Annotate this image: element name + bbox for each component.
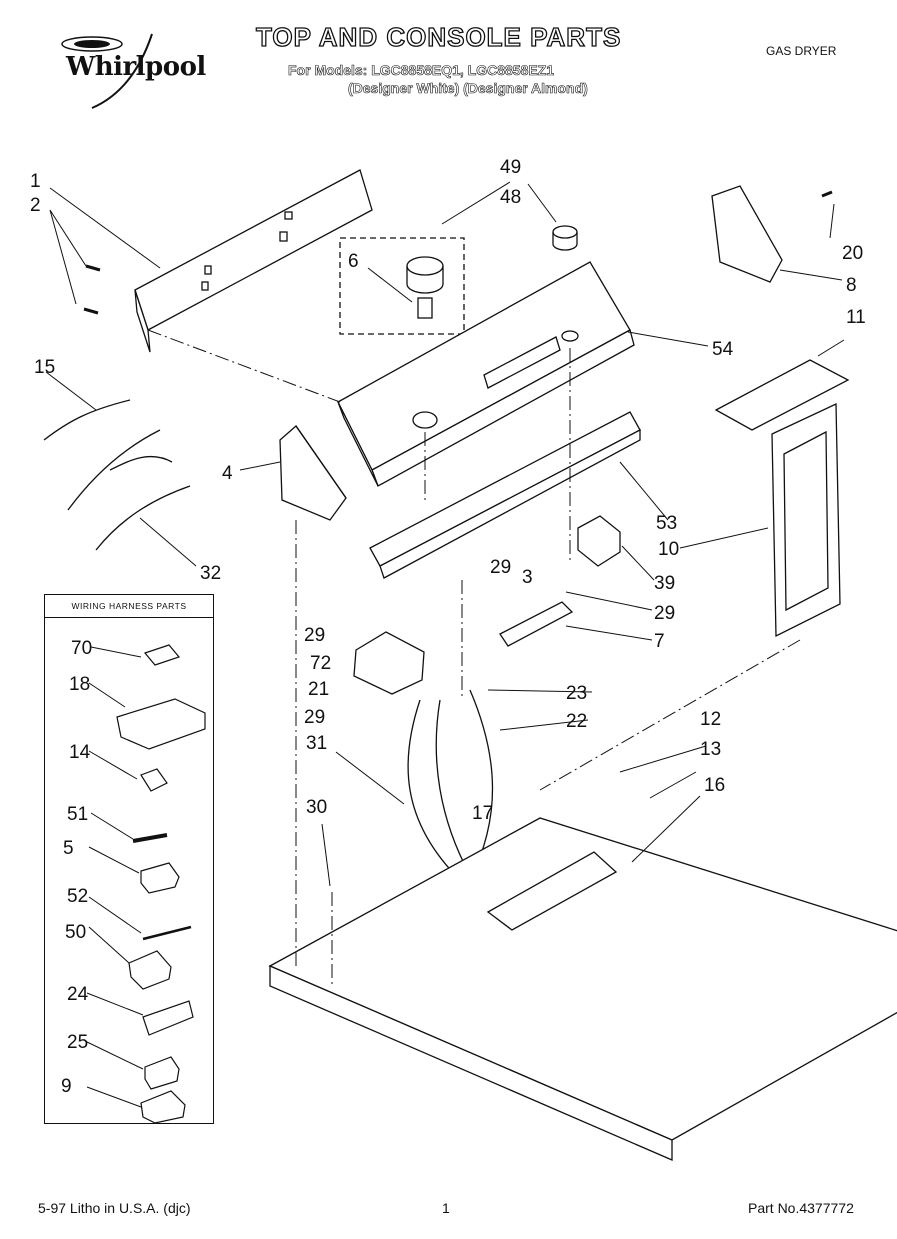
control-bracket	[369, 411, 641, 579]
harness-parts-drawings	[84, 644, 206, 1123]
callout-54: 54	[712, 339, 734, 360]
callout-6: 6	[348, 251, 359, 272]
console-panel	[337, 261, 635, 487]
callout-2: 2	[30, 195, 41, 216]
console-rear-panel	[134, 169, 373, 353]
callout-15: 15	[34, 357, 56, 378]
callout-3: 3	[522, 567, 533, 588]
harness-box-title: WIRING HARNESS PARTS	[45, 595, 213, 618]
callout-11: 11	[846, 307, 866, 328]
callout-12: 12	[700, 709, 722, 730]
callout-29c: 29	[304, 625, 326, 646]
harness-callout-5: 5	[63, 838, 74, 859]
model-numbers: For Models: LGC8858EQ1, LGC8858EZ1	[288, 62, 555, 79]
callout-29a: 29	[490, 557, 512, 578]
model-finishes: (Designer White) (Designer Almond)	[348, 80, 588, 97]
end-cap	[279, 425, 347, 521]
harness-callout-14: 14	[69, 742, 91, 763]
callout-4: 4	[222, 463, 233, 484]
callout-31: 31	[306, 733, 328, 754]
callout-1: 1	[30, 171, 41, 192]
harness-callout-52: 52	[67, 886, 89, 907]
harness-callout-70: 70	[71, 638, 93, 659]
harness-callout-50: 50	[65, 922, 87, 943]
callout-21: 21	[308, 679, 330, 700]
callout-48: 48	[500, 187, 522, 208]
callout-29d: 29	[304, 707, 326, 728]
callout-39: 39	[654, 573, 676, 594]
callout-8: 8	[846, 275, 857, 296]
wiring-harness-parts-box: WIRING HARNESS PARTS 70 18 14 51 5 52 50…	[44, 594, 214, 1124]
callout-13: 13	[700, 739, 722, 760]
harness-callout-51: 51	[67, 804, 89, 825]
brand-logo-text: Whirlpool	[66, 52, 206, 82]
callout-10: 10	[658, 539, 680, 560]
dryer-top-panel	[268, 817, 897, 1161]
part-number: Part No.4377772	[748, 1200, 854, 1216]
callout-32: 32	[200, 563, 222, 584]
litho-note: 5-97 Litho in U.S.A. (djc)	[38, 1200, 191, 1216]
callout-30: 30	[306, 797, 328, 818]
callout-7: 7	[654, 631, 665, 652]
callout-20: 20	[842, 243, 864, 264]
callout-16: 16	[704, 775, 726, 796]
product-type: GAS DRYER	[766, 44, 837, 58]
callout-22: 22	[566, 711, 588, 732]
callout-72: 72	[310, 653, 332, 674]
page-number: 1	[442, 1200, 450, 1216]
callout-23: 23	[566, 683, 588, 704]
callout-17: 17	[472, 803, 494, 824]
callout-29b: 29	[654, 603, 676, 624]
harness-callout-18: 18	[69, 674, 91, 695]
whirlpool-logo	[61, 33, 153, 109]
harness-callout-24: 24	[67, 984, 89, 1005]
harness-callout-9: 9	[61, 1076, 72, 1097]
page-title: TOP AND CONSOLE PARTS	[255, 21, 622, 52]
harness-callout-25: 25	[67, 1032, 89, 1053]
callout-49: 49	[500, 157, 522, 178]
callout-53: 53	[656, 513, 678, 534]
